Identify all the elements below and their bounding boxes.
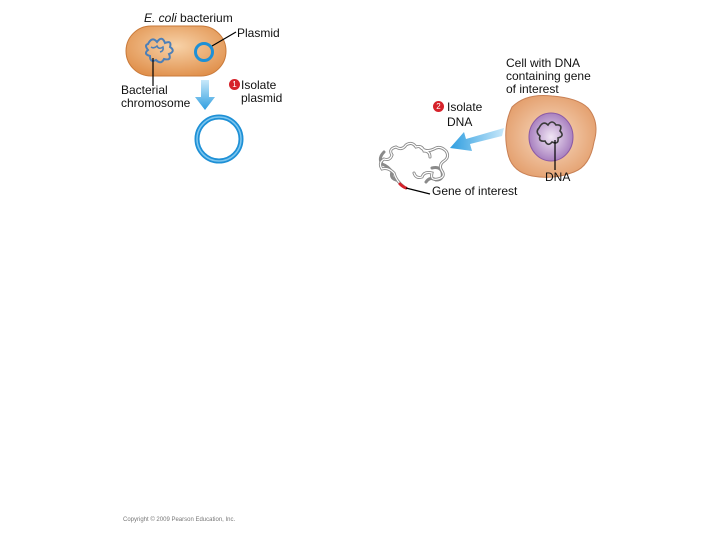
bacterial-chromosome-line2: chromosome (121, 96, 191, 110)
bacterium-text: bacterium (176, 11, 233, 25)
bacterial-chromosome-line1: Bacterial (121, 83, 168, 97)
nucleus-dna-squiggle (536, 121, 563, 146)
plasmid-label: Plasmid (237, 26, 280, 40)
bacterial-chromosome-label: Bacterial chromosome (121, 84, 190, 110)
step1-line1: Isolate (241, 78, 277, 92)
step2-line2: DNA (447, 115, 473, 129)
cell-label-line3: of interest (506, 82, 559, 96)
plasmid-in-bacterium (194, 42, 214, 62)
bacterial-chromosome-squiggle-2 (150, 44, 164, 53)
ecoli-bacterium-label: E. coli bacterium (144, 12, 233, 25)
isolate-dna-arrow (450, 128, 504, 151)
step1-label: 1 Isolate plasmid (229, 79, 282, 105)
gene-of-interest-segment (398, 182, 408, 190)
cell-nucleus (528, 112, 574, 162)
copyright-notice: Copyright © 2009 Pearson Education, Inc. (123, 517, 236, 523)
step2-badge: 2 (433, 101, 444, 112)
gene-leader-line (405, 187, 431, 195)
dna-label: DNA (545, 170, 571, 184)
step2-label: 2 Isolate DNA (433, 101, 482, 129)
bacterial-chromosome-squiggle (144, 37, 174, 64)
isolated-dna-strand-inner (379, 142, 449, 188)
cell-label-line2: containing gene (506, 69, 591, 83)
plasmid-leader-line (211, 31, 237, 47)
isolate-plasmid-arrow (195, 80, 215, 110)
step1-badge: 1 (229, 79, 240, 90)
bacterium-body (125, 25, 227, 77)
ecoli-italic-text: E. coli (144, 11, 177, 25)
gene-of-interest-label: Gene of interest (432, 184, 518, 198)
isolated-plasmid-ring-highlight (196, 116, 242, 162)
step2-line1: Isolate (447, 100, 483, 114)
step1-line2: plasmid (241, 91, 283, 105)
cell-label-line1: Cell with DNA (506, 56, 581, 70)
cell-with-dna-label: Cell with DNA containing gene of interes… (506, 57, 591, 96)
